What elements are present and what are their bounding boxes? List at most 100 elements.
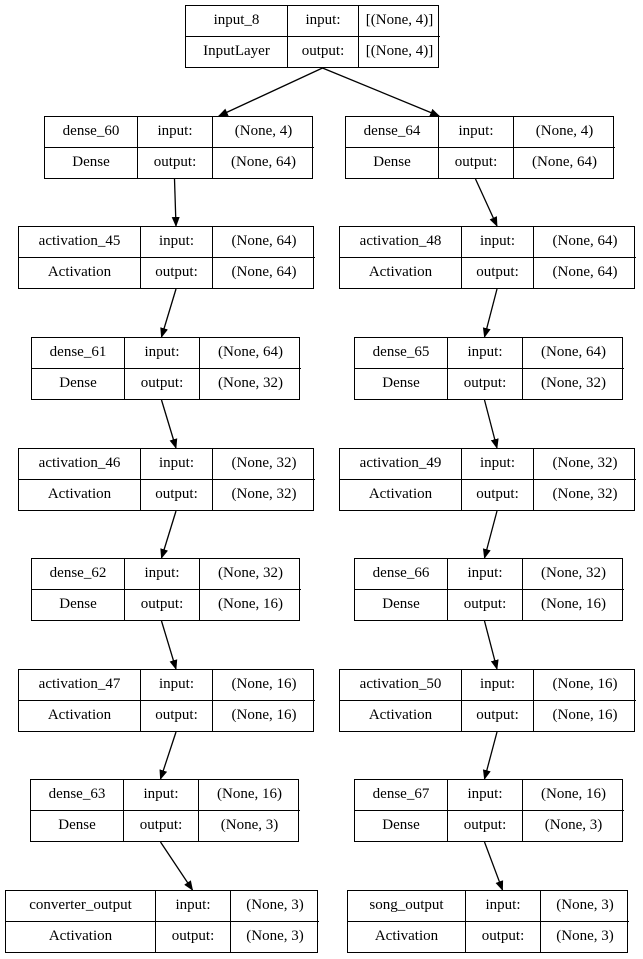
input-label: input: — [141, 670, 213, 701]
layer-type: Dense — [355, 368, 448, 399]
output-label: output: — [141, 700, 213, 731]
layer-type: Activation — [19, 257, 141, 288]
layer-name: dense_61 — [32, 338, 125, 369]
input-shape: [(None, 4)] — [359, 6, 440, 37]
layer-type: InputLayer — [186, 36, 288, 67]
layer-type: Activation — [340, 479, 462, 510]
layer-name: activation_49 — [340, 449, 462, 480]
layer-name: dense_64 — [346, 117, 439, 148]
output-shape: (None, 32) — [231, 486, 297, 503]
output-label: output: — [462, 479, 534, 510]
output-shape: (None, 3) — [220, 817, 279, 834]
input-label: input: — [448, 780, 523, 811]
input-shape: (None, 32) — [534, 449, 636, 480]
layer-name: activation_47 — [19, 670, 141, 701]
input-label: input: — [156, 891, 231, 922]
layer-name: dense_60 — [45, 117, 138, 148]
layer-name: dense_67 — [355, 780, 448, 811]
edge-dense-62-to-activation-47 — [160, 620, 178, 670]
layer-name: dense_65 — [355, 338, 448, 369]
output-label: output: — [156, 921, 231, 952]
layer-type: Dense — [31, 810, 124, 841]
output-shape: (None, 16) — [552, 707, 618, 724]
layer-type: Dense — [346, 147, 439, 178]
output-shape: (None, 32) — [541, 375, 606, 392]
output-label: output: — [125, 368, 200, 399]
edge-activation-46-to-dense-62 — [160, 510, 177, 559]
output-label: output: — [288, 36, 359, 67]
input-shape: (None, 32) — [200, 559, 301, 590]
layer-name: song_output — [348, 891, 466, 922]
edge-dense-65-to-activation-49 — [483, 399, 499, 449]
input-shape: (None, 16) — [534, 670, 636, 701]
output-shape: (None, 16) — [231, 707, 297, 724]
output-label: output: — [466, 921, 541, 952]
input-label: input: — [141, 449, 213, 480]
output-label: output: — [439, 147, 514, 178]
input-shape: (None, 3) — [231, 891, 319, 922]
input-shape: (None, 16) — [213, 670, 315, 701]
edge-dense-63-to-converter-output — [159, 841, 194, 891]
output-shape: (None, 64) — [552, 264, 618, 281]
output-shape: (None, 3) — [556, 928, 614, 945]
layer-type: Activation — [6, 921, 156, 952]
layer-type: Activation — [348, 921, 466, 952]
edge-dense-61-to-activation-46 — [160, 399, 178, 449]
input-label: input: — [124, 780, 199, 811]
output-label: output: — [141, 479, 213, 510]
input-shape: (None, 64) — [534, 227, 636, 258]
output-shape: (None, 3) — [246, 928, 304, 945]
output-label: output: — [125, 589, 200, 620]
output-label: output: — [448, 368, 523, 399]
input-label: input: — [439, 117, 514, 148]
layer-type: Activation — [340, 700, 462, 731]
input-shape: (None, 16) — [523, 780, 624, 811]
input-label: input: — [141, 227, 213, 258]
output-label: output: — [462, 257, 534, 288]
layer-type: Dense — [355, 810, 448, 841]
edge-activation-47-to-dense-63 — [159, 731, 177, 780]
input-shape: (None, 64) — [523, 338, 624, 369]
layer-name: dense_66 — [355, 559, 448, 590]
input-shape: (None, 32) — [523, 559, 624, 590]
input-label: input: — [138, 117, 213, 148]
edge-dense-67-to-song-output — [483, 841, 504, 891]
input-shape: (None, 64) — [213, 227, 315, 258]
layer-name: dense_62 — [32, 559, 125, 590]
input-shape: (None, 32) — [213, 449, 315, 480]
edge-activation-50-to-dense-67 — [482, 731, 498, 780]
input-label: input: — [462, 670, 534, 701]
output-shape: (None, 64) — [231, 264, 297, 281]
output-shape: (None, 16) — [218, 596, 283, 613]
input-label: input: — [448, 338, 523, 369]
layer-type: Dense — [45, 147, 138, 178]
output-label: output: — [462, 700, 534, 731]
output-shape: (None, 64) — [532, 154, 597, 171]
input-shape: (None, 3) — [541, 891, 629, 922]
input-label: input: — [448, 559, 523, 590]
layer-name: activation_48 — [340, 227, 462, 258]
output-label: output: — [141, 257, 213, 288]
edge-input-8-to-dense-64 — [322, 67, 441, 117]
input-label: input: — [288, 6, 359, 37]
input-label: input: — [125, 338, 200, 369]
output-shape: (None, 64) — [231, 154, 296, 171]
layer-type: Dense — [355, 589, 448, 620]
edge-dense-66-to-activation-50 — [483, 620, 499, 670]
output-label: output: — [138, 147, 213, 178]
input-label: input: — [466, 891, 541, 922]
